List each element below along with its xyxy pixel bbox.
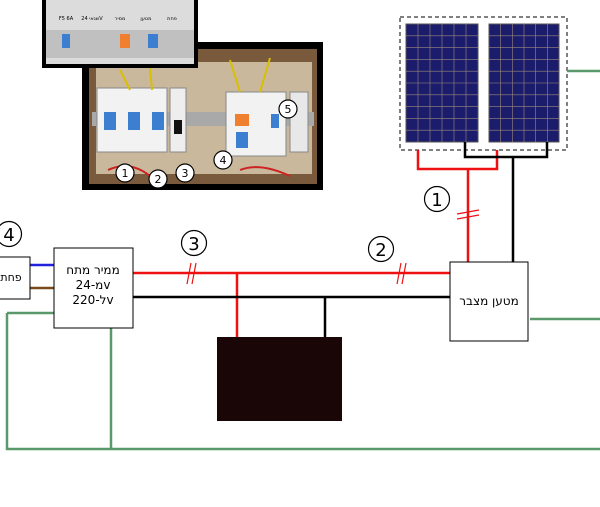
marker-3: 3 (180, 229, 208, 257)
charge-controller-label: מטען מצבר (459, 294, 519, 308)
marker-3-text: 3 (188, 234, 199, 255)
marker-4-text: 4 (3, 225, 14, 246)
inverter: ממיר מתח מ-24v ל-220v (53, 247, 134, 329)
marker-2-text: 2 (375, 240, 386, 261)
solar-panel-array (399, 16, 568, 151)
distribution-board-photo: 1 2 3 4 5 (82, 42, 323, 190)
marker-2: 2 (367, 235, 395, 263)
marker-4: 4 (0, 220, 23, 248)
inverter-label-line1: ממיר מתח (66, 263, 119, 277)
battery (217, 337, 342, 421)
left-box: פחת (0, 256, 31, 300)
strip-label-5: פחת (167, 16, 177, 22)
marker-1: 1 (423, 185, 451, 213)
inverter-label-line2: מ-24v (76, 278, 111, 292)
negative-wires (133, 142, 549, 337)
wire-break-marks (186, 209, 480, 285)
inverter-label-line3: ל-220v (72, 293, 113, 307)
photo-callout-4-text: 4 (220, 154, 227, 167)
photo-callout-1-text: 1 (122, 167, 129, 180)
positive-wires (133, 150, 499, 337)
strip-label-4: מטען (140, 16, 151, 22)
ground-wires (5, 69, 600, 451)
photo-callout-5: 5 (278, 99, 298, 119)
photo-callout-3: 3 (175, 163, 195, 183)
strip-label-3: ממיר (115, 16, 126, 22)
solar-panel-right (488, 23, 560, 143)
solar-panel-left (405, 23, 479, 143)
photo-callout-2-text: 2 (155, 173, 162, 186)
charge-controller: מטען מצבר (449, 261, 529, 342)
photo-callout-4: 4 (213, 150, 233, 170)
photo-callout-2: 2 (148, 169, 168, 189)
label-strip-photo: F5 6A שנאי 24V ממיר מטען פחת (42, 0, 198, 68)
photo-callout-1: 1 (115, 163, 135, 183)
strip-label-1: F5 6A (59, 16, 74, 22)
strip-label-2: שנאי 24V (81, 16, 103, 22)
left-box-label: פחת (0, 271, 21, 284)
marker-1-text: 1 (431, 190, 442, 211)
photo-callout-5-text: 5 (285, 103, 292, 116)
photo-callout-3-text: 3 (182, 167, 189, 180)
ac-wires (30, 263, 54, 290)
